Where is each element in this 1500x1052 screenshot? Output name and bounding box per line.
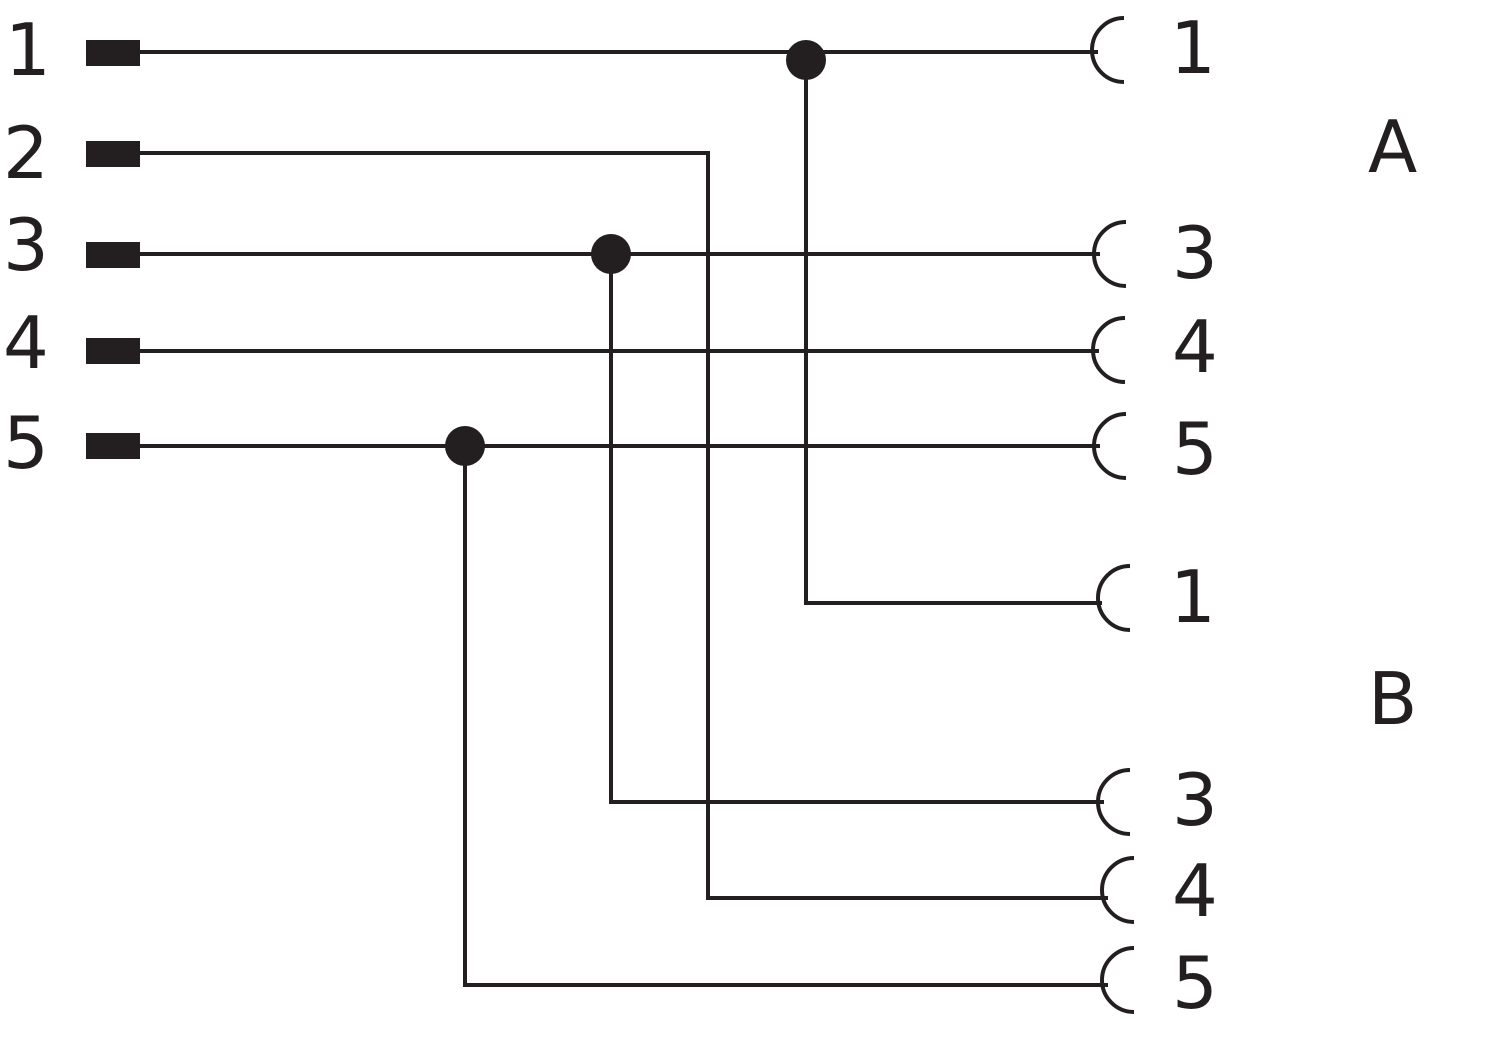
group-label-b: B bbox=[1368, 657, 1417, 741]
socket-a3 bbox=[1092, 220, 1127, 288]
right-a-pin-label-1: 1 bbox=[1170, 6, 1216, 90]
junction-pin-3 bbox=[591, 234, 631, 274]
right-a-pin-label-3: 3 bbox=[1172, 211, 1218, 295]
left-pin-label-2: 2 bbox=[3, 111, 49, 195]
right-b-pin-label-5: 5 bbox=[1172, 941, 1218, 1025]
left-pin-4-contact bbox=[86, 338, 140, 364]
left-pin-label-3: 3 bbox=[3, 203, 49, 287]
right-a-pin-label-5: 5 bbox=[1172, 407, 1218, 491]
socket-b3 bbox=[1096, 768, 1131, 836]
socket-a4 bbox=[1091, 316, 1126, 384]
wire-2-to-b4 bbox=[140, 151, 1108, 900]
left-pin-2-contact bbox=[86, 141, 140, 167]
wire-5-to-b5 bbox=[463, 446, 1108, 987]
left-pin-label-1: 1 bbox=[5, 8, 51, 92]
socket-a1 bbox=[1090, 16, 1125, 84]
socket-b4 bbox=[1100, 856, 1135, 924]
socket-b5 bbox=[1100, 946, 1135, 1014]
wire-1-to-b1 bbox=[804, 60, 1102, 605]
right-a-pin-label-4: 4 bbox=[1172, 305, 1218, 389]
wire-3-to-b3 bbox=[609, 254, 1104, 804]
left-pin-label-5: 5 bbox=[3, 401, 49, 485]
socket-b1 bbox=[1096, 564, 1131, 632]
right-b-pin-label-3: 3 bbox=[1172, 758, 1218, 842]
left-pin-1-contact bbox=[86, 40, 140, 66]
junction-pin-5 bbox=[445, 426, 485, 466]
right-b-pin-label-4: 4 bbox=[1172, 849, 1218, 933]
left-pin-label-4: 4 bbox=[3, 301, 49, 385]
left-pin-3-contact bbox=[86, 242, 140, 268]
left-pin-5-contact bbox=[86, 433, 140, 459]
junction-pin-1 bbox=[786, 40, 826, 80]
right-b-pin-label-1: 1 bbox=[1170, 555, 1216, 639]
group-label-a: A bbox=[1368, 105, 1417, 189]
socket-a5 bbox=[1092, 412, 1127, 480]
